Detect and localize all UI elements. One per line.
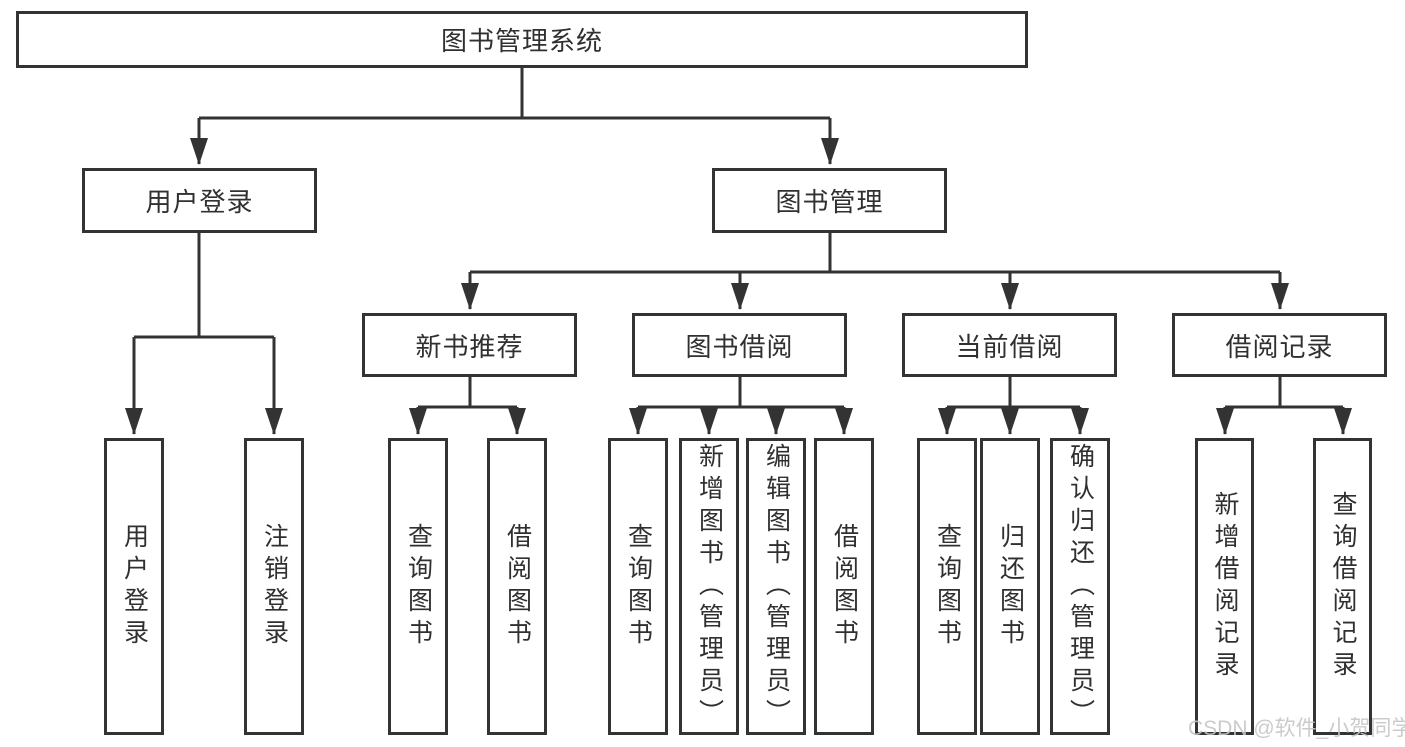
node-current-borrowing-label: 当前借阅 <box>955 331 1064 362</box>
leaf-borrowing-add-books-admin: 新增图书（管理员） <box>679 438 739 735</box>
node-book-borrowing-label: 图书借阅 <box>685 331 794 362</box>
leaf-records-add-record-label: 新增借阅记录 <box>1211 490 1239 683</box>
leaf-borrowing-borrow-books-label: 借阅图书 <box>830 522 859 651</box>
leaf-user-login: 用户登录 <box>104 438 164 735</box>
node-book-management: 图书管理 <box>712 168 947 233</box>
node-new-book-recommend: 新书推荐 <box>362 313 577 377</box>
leaf-borrowing-edit-books-admin: 编辑图书（管理员） <box>746 438 806 735</box>
leaf-records-add-record: 新增借阅记录 <box>1195 438 1254 735</box>
node-system-root: 图书管理系统 <box>16 11 1028 68</box>
leaf-borrowing-add-books-admin-label: 新增图书（管理员） <box>695 442 724 731</box>
node-system-root-label: 图书管理系统 <box>440 26 603 56</box>
leaf-recommend-borrow-books: 借阅图书 <box>487 438 547 735</box>
node-borrow-records: 借阅记录 <box>1172 313 1387 377</box>
node-book-borrowing: 图书借阅 <box>632 313 847 377</box>
leaf-borrowing-query-books-label: 查询图书 <box>624 522 653 651</box>
leaf-recommend-query-books-label: 查询图书 <box>404 522 433 651</box>
leaf-user-login-label: 用户登录 <box>120 522 149 651</box>
node-current-borrowing: 当前借阅 <box>902 313 1117 377</box>
leaf-recommend-query-books: 查询图书 <box>388 438 448 735</box>
csdn-watermark: CSDN @软件_小贺同学 <box>1188 717 1405 740</box>
node-user-login: 用户登录 <box>82 168 317 233</box>
leaf-records-query-record: 查询借阅记录 <box>1313 438 1372 735</box>
leaf-current-return-books-label: 归还图书 <box>996 522 1025 651</box>
leaf-current-confirm-return-admin-label: 确认归还（管理员） <box>1066 442 1095 731</box>
leaf-borrowing-borrow-books: 借阅图书 <box>814 438 874 735</box>
leaf-logout: 注销登录 <box>244 438 304 735</box>
leaf-borrowing-edit-books-admin-label: 编辑图书（管理员） <box>762 442 791 731</box>
node-new-book-recommend-label: 新书推荐 <box>415 331 524 362</box>
leaf-recommend-borrow-books-label: 借阅图书 <box>503 522 532 651</box>
leaf-current-return-books: 归还图书 <box>980 438 1040 735</box>
node-user-login-label: 用户登录 <box>145 187 254 217</box>
leaf-borrowing-query-books: 查询图书 <box>608 438 668 735</box>
leaf-records-query-record-label: 查询借阅记录 <box>1329 490 1357 683</box>
node-borrow-records-label: 借阅记录 <box>1225 331 1334 362</box>
leaf-current-confirm-return-admin: 确认归还（管理员） <box>1050 438 1110 735</box>
leaf-current-query-books-label: 查询图书 <box>933 522 962 651</box>
leaf-current-query-books: 查询图书 <box>917 438 977 735</box>
node-book-management-label: 图书管理 <box>775 187 884 217</box>
leaf-logout-label: 注销登录 <box>260 522 289 651</box>
